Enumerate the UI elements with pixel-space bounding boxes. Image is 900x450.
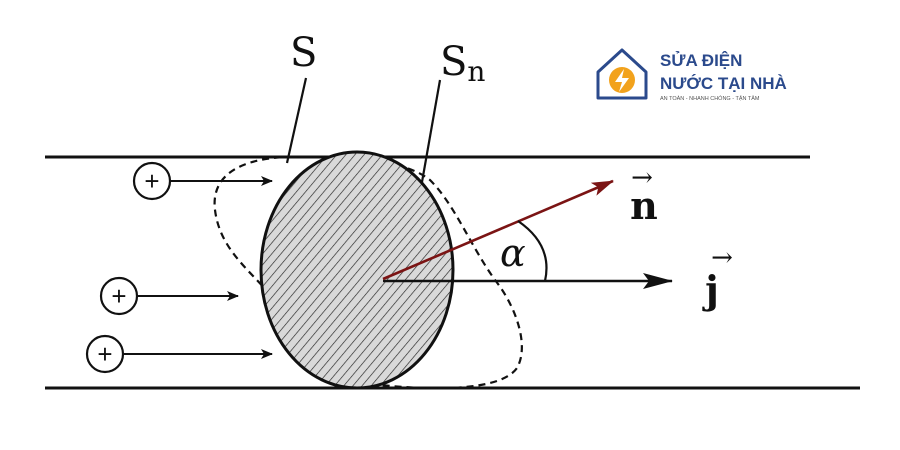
- label-s: S: [290, 30, 317, 76]
- positive-charge-top: +: [132, 161, 172, 201]
- logo-tagline: AN TOÀN - NHANH CHÓNG - TẬN TÂM: [660, 95, 760, 102]
- positive-charge-bottom: +: [85, 334, 125, 374]
- label-n-vector: → n: [630, 163, 658, 228]
- label-alpha: α: [500, 231, 526, 275]
- angle-arc-alpha: [517, 220, 548, 282]
- svg-text:j: j: [702, 267, 719, 312]
- house-icon: [596, 48, 648, 100]
- leader-line-sn: [420, 79, 442, 183]
- logo-line-2: NƯỚC TẠI NHÀ: [660, 74, 787, 93]
- svg-text:+: +: [111, 281, 126, 311]
- dashed-surface-s: [213, 155, 523, 390]
- label-j-vector: → j: [702, 243, 733, 312]
- svg-text:+: +: [144, 166, 159, 196]
- cross-section-sn: [259, 150, 455, 390]
- logo-line-1: SỬA ĐIỆN: [660, 51, 742, 70]
- svg-text:+: +: [97, 339, 112, 369]
- positive-charge-middle: +: [99, 276, 139, 316]
- leader-line-s: [285, 77, 308, 164]
- brand-logo: SỬA ĐIỆN NƯỚC TẠI NHÀ AN TOÀN - NHANH CH…: [596, 48, 787, 102]
- svg-text:→: →: [631, 163, 653, 193]
- vector-n: [382, 179, 614, 281]
- lightning-bolt-icon: [615, 69, 629, 92]
- svg-text:n: n: [630, 183, 658, 228]
- svg-text:→: →: [711, 243, 733, 273]
- label-sn: Sn: [440, 39, 485, 88]
